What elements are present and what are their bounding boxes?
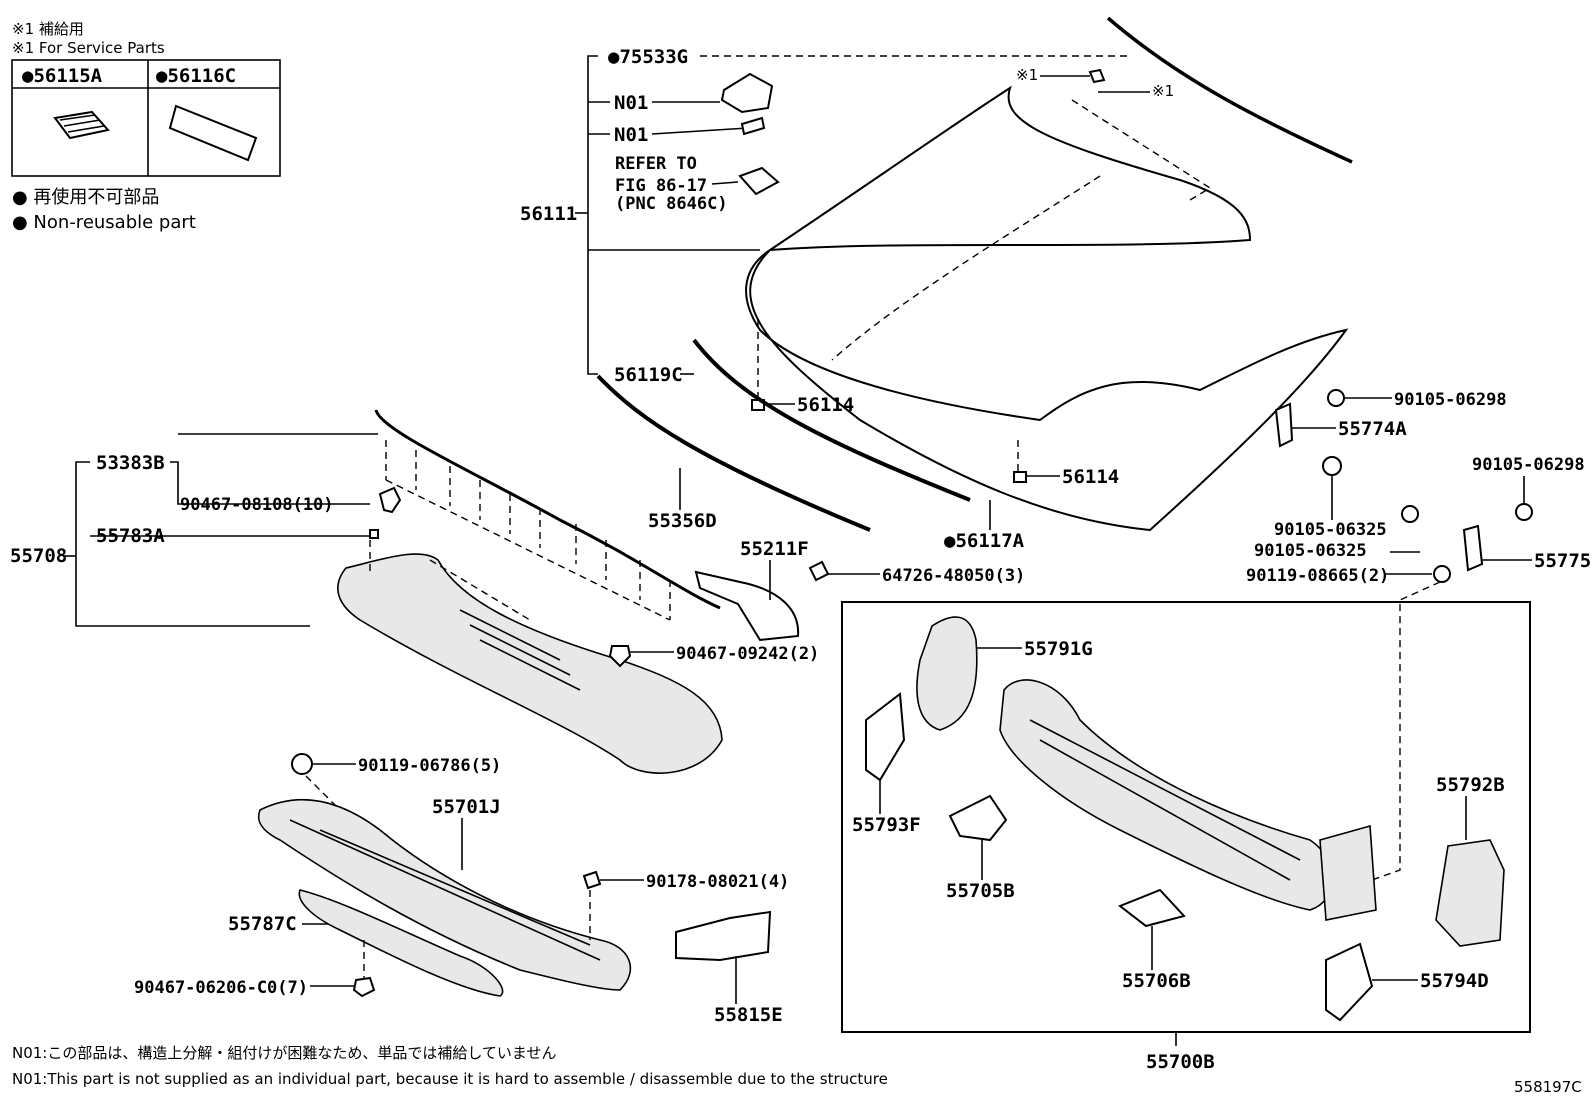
label-56114-a: 56114 bbox=[797, 394, 854, 416]
bolt-90105-06325-a bbox=[1322, 456, 1342, 476]
pad-55815E bbox=[675, 910, 772, 962]
label-55356D: 55356D bbox=[648, 510, 717, 532]
label-90105-06325-a: 90105-06325 bbox=[1274, 520, 1387, 540]
molding-55356D bbox=[596, 374, 871, 532]
clip-part-icon bbox=[53, 110, 110, 140]
label-55815E: 55815E bbox=[714, 1004, 783, 1026]
label-55775: 55775 bbox=[1534, 550, 1591, 572]
windshield-glass bbox=[745, 85, 1349, 532]
label-90105-06325-b: 90105-06325 bbox=[1254, 541, 1367, 561]
label-90119-06786: 90119-06786(5) bbox=[358, 756, 501, 776]
bolt-90105-06298-b bbox=[1515, 503, 1533, 521]
molding-56119C bbox=[692, 338, 971, 502]
label-55787C: 55787C bbox=[228, 913, 297, 935]
label-56114-b: 56114 bbox=[1062, 466, 1119, 488]
service-part-56116C: ●56116C bbox=[156, 65, 236, 87]
pad-part-icon bbox=[168, 104, 258, 162]
footer-notes: N01:この部品は、構造上分解・組付けが困難なため、単品では補給していません N… bbox=[12, 1044, 1582, 1096]
label-55705B: 55705B bbox=[946, 880, 1015, 902]
label-90105-06298-a: 90105-06298 bbox=[1394, 390, 1507, 410]
service-parts-table bbox=[11, 59, 281, 177]
label-star1-b: ※1 bbox=[1152, 82, 1174, 100]
label-55791G: 55791G bbox=[1024, 638, 1093, 660]
label-56111: 56111 bbox=[520, 203, 577, 225]
legend-en: ● Non-reusable part bbox=[12, 212, 196, 233]
bracket-55705B bbox=[948, 794, 1008, 842]
label-90467-08108: 90467-08108(10) bbox=[180, 495, 334, 515]
outer-cowl-group: 90119-06786(5) 55701J 90178-08021(4) 557… bbox=[134, 753, 789, 1026]
label-90119-08665: 90119-08665(2) bbox=[1246, 566, 1389, 586]
label-90105-06298-b: 90105-06298 bbox=[1472, 455, 1585, 475]
figure-id: 558197C bbox=[1514, 1078, 1582, 1096]
service-part-56115A: ●56115A bbox=[22, 65, 103, 87]
clip-55783A bbox=[369, 529, 379, 539]
label-55783A: 55783A bbox=[96, 525, 165, 547]
footer-note-jp: N01:この部品は、構造上分解・組付けが困難なため、単品では補給していません bbox=[12, 1044, 556, 1062]
label-56119C: 56119C bbox=[614, 364, 683, 386]
panel-55791G bbox=[916, 616, 978, 731]
label-refer-pnc: (PNC 8646C) bbox=[615, 194, 728, 214]
label-55792B: 55792B bbox=[1436, 774, 1505, 796]
footer-note-en: N01:This part is not supplied as an indi… bbox=[12, 1070, 888, 1088]
n01-clip-part bbox=[740, 116, 766, 136]
label-90467-09242: 90467-09242(2) bbox=[676, 644, 819, 664]
label-55706B: 55706B bbox=[1122, 970, 1191, 992]
label-refer-to: REFER TO bbox=[615, 154, 697, 174]
label-90467-06206: 90467-06206-C0(7) bbox=[134, 978, 308, 998]
legend-jp: ● 再使用不可部品 bbox=[12, 187, 159, 208]
bolt-90119-08665 bbox=[1433, 565, 1451, 583]
bolt-90105-06325-b bbox=[1401, 505, 1419, 523]
seal-53383B bbox=[374, 409, 721, 610]
label-star1-a: ※1 bbox=[1016, 66, 1038, 84]
label-55700B: 55700B bbox=[1146, 1051, 1215, 1073]
cowl-panel-group: 55700B 55791G 55793F 55705B 55706B 55792… bbox=[841, 601, 1531, 1073]
bolt-90119-06786 bbox=[291, 753, 313, 775]
spacer-56114-b bbox=[1013, 471, 1027, 483]
label-90178: 90178-08021(4) bbox=[646, 872, 789, 892]
bolt-90105-06298-a bbox=[1327, 389, 1345, 407]
cowl-side-part bbox=[1319, 824, 1377, 921]
label-64726: 64726-48050(3) bbox=[882, 566, 1025, 586]
label-55774A: 55774A bbox=[1338, 418, 1407, 440]
label-55793F: 55793F bbox=[852, 814, 921, 836]
clip-90467-09242 bbox=[608, 645, 632, 668]
nut-90178 bbox=[582, 870, 602, 890]
label-n01-b: N01 bbox=[614, 124, 648, 146]
refer-part bbox=[738, 166, 780, 196]
service-parts-note: ※1 補給用 ※1 For Service Parts ●56115A ●561… bbox=[11, 20, 281, 177]
label-55708: 55708 bbox=[10, 545, 67, 567]
label-refer-fig: FIG 86-17 bbox=[615, 176, 707, 196]
label-55701J: 55701J bbox=[432, 796, 501, 818]
clip-90467-08108 bbox=[378, 486, 402, 514]
roof-molding bbox=[1106, 16, 1353, 164]
bracket-55706B bbox=[1117, 888, 1186, 928]
label-75533G: ●75533G bbox=[608, 46, 688, 68]
service-note-jp: ※1 補給用 bbox=[12, 20, 84, 38]
n01-bracket-part bbox=[720, 72, 774, 114]
bracket-55774A bbox=[1274, 402, 1294, 448]
clip-90467-06206 bbox=[352, 976, 376, 998]
seal-55787C bbox=[298, 889, 504, 997]
cowl-louver-group: 53383B 55708 90467-08108(10) 55783A 5521… bbox=[10, 409, 1025, 774]
bracket-55793F bbox=[865, 692, 906, 782]
legend: ● 再使用不可部品 ● Non-reusable part bbox=[12, 187, 196, 233]
cowl-panel-box bbox=[841, 601, 1531, 1033]
service-note-en: ※1 For Service Parts bbox=[12, 39, 165, 57]
cowl-louver-55708 bbox=[337, 553, 723, 774]
bracket-55775 bbox=[1462, 524, 1484, 572]
label-55794D: 55794D bbox=[1420, 970, 1489, 992]
bracket-55794D bbox=[1325, 942, 1374, 1022]
panel-55792B bbox=[1435, 839, 1505, 947]
seal-55211F bbox=[694, 570, 800, 642]
label-n01-a: N01 bbox=[614, 92, 648, 114]
label-53383B: 53383B bbox=[96, 452, 165, 474]
clip-64726 bbox=[808, 560, 830, 582]
hinge-bracket-group: 90105-06298 55774A 90105-06325 90105-062… bbox=[1246, 389, 1591, 881]
label-55211F: 55211F bbox=[740, 538, 809, 560]
label-56117A: ●56117A bbox=[944, 530, 1025, 552]
windshield-group: ●75533G N01 N01 REFER TO FIG 86-17 (PNC … bbox=[520, 16, 1353, 552]
